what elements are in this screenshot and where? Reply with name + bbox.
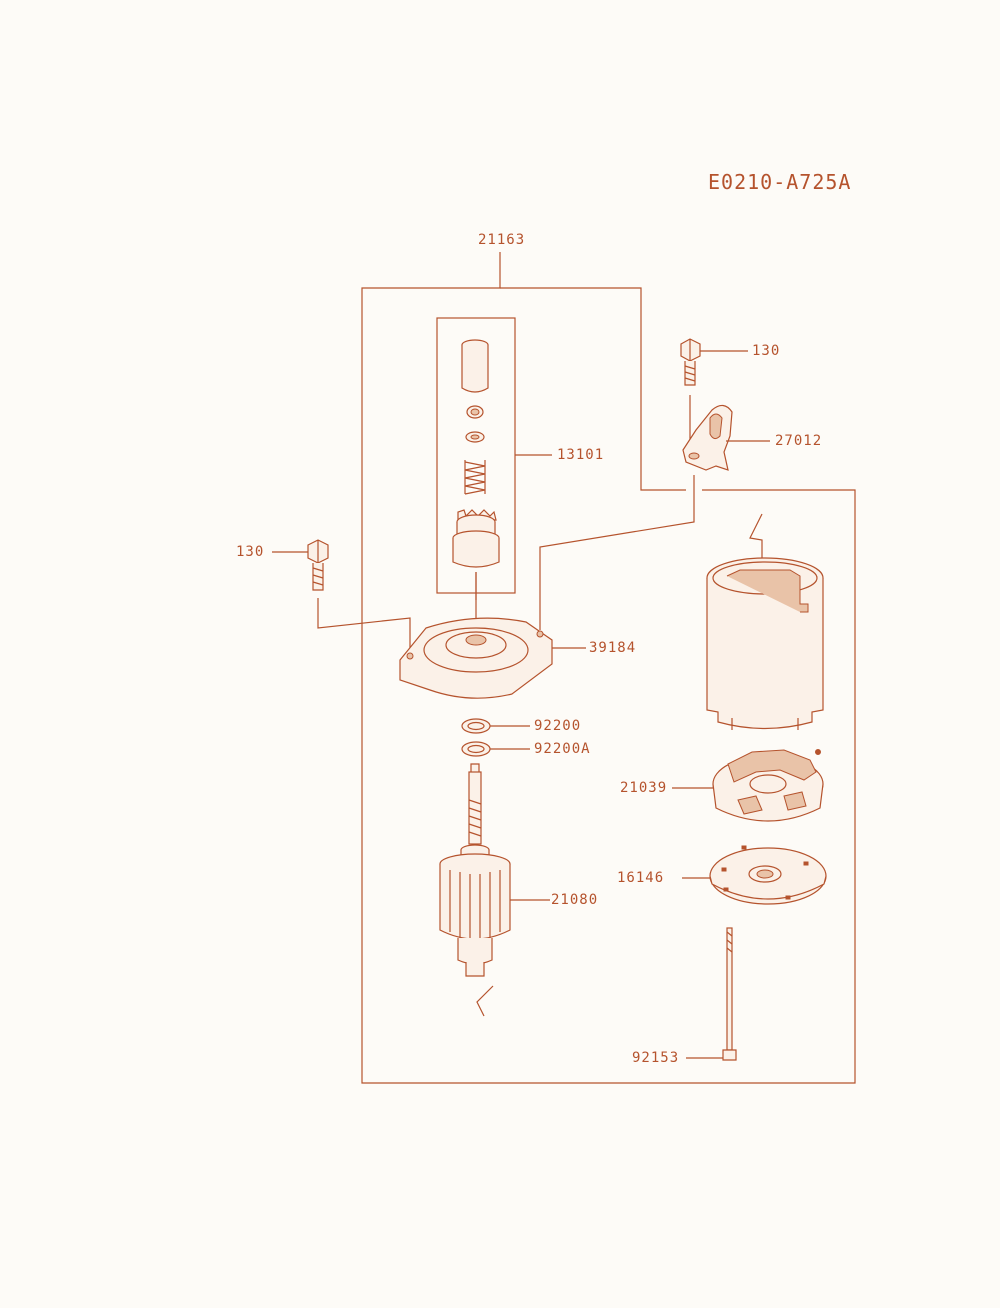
through-bolt-92153 [686, 927, 737, 1061]
bolt-130-top [680, 338, 748, 450]
label-92200[interactable]: 92200 [534, 718, 582, 734]
label-39184[interactable]: 39184 [589, 640, 637, 656]
brush-plate-16146 [682, 845, 827, 905]
label-16146[interactable]: 16146 [617, 870, 665, 886]
label-21163[interactable]: 21163 [478, 232, 526, 248]
mount-bracket-27012 [682, 404, 770, 471]
label-27012[interactable]: 27012 [775, 433, 823, 449]
label-130-top[interactable]: 130 [752, 343, 781, 359]
end-cover-39184 [399, 617, 586, 699]
label-21080[interactable]: 21080 [551, 892, 599, 908]
label-13101[interactable]: 13101 [557, 447, 605, 463]
washer-92200 [461, 718, 530, 734]
armature-21080 [439, 763, 550, 1017]
label-92153[interactable]: 92153 [632, 1050, 680, 1066]
diagram-code: E0210-A725A [708, 170, 852, 194]
label-21039[interactable]: 21039 [620, 780, 668, 796]
bolt-130-left [272, 539, 411, 650]
washer-92200a [461, 741, 530, 757]
leader-27012-to-cover [539, 475, 695, 630]
assembly-bracket-21163 [361, 252, 856, 1084]
label-92200a[interactable]: 92200A [534, 741, 591, 757]
yoke-housing [706, 513, 824, 730]
label-130-left[interactable]: 130 [236, 544, 265, 560]
brush-holder-21039 [672, 749, 824, 822]
